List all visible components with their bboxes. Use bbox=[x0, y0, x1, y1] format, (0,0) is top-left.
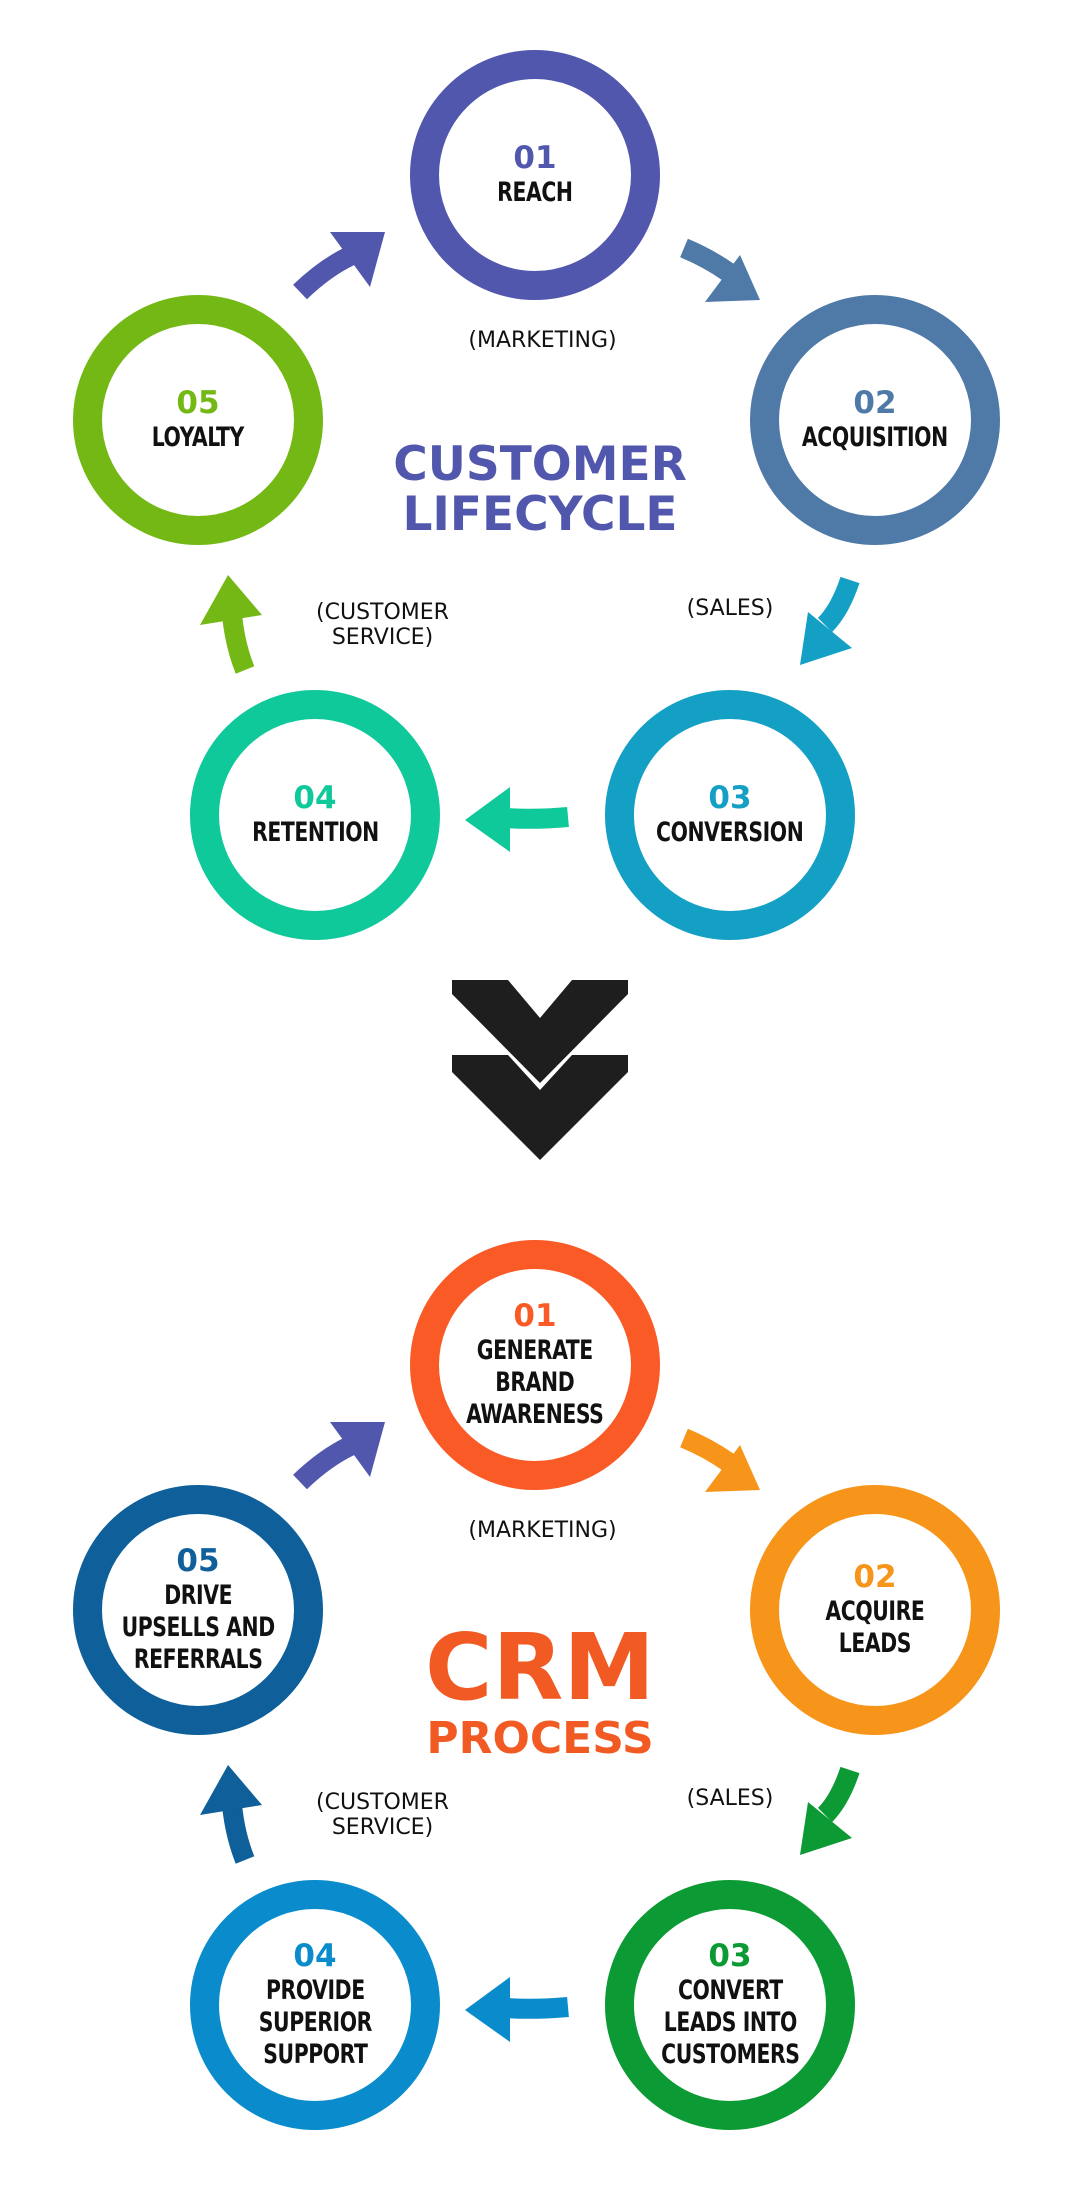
step-label: DRIVE UPSELLS AND REFERRALS bbox=[121, 1580, 275, 1675]
arrow-customers-to-support bbox=[465, 1977, 569, 2042]
step-number: 02 bbox=[853, 385, 897, 421]
arrow-leads-to-customers bbox=[800, 1766, 860, 1855]
step-acquisition: 02 ACQUISITION bbox=[750, 295, 1000, 545]
note-marketing: (MARKETING) bbox=[468, 1518, 617, 1543]
step-number: 03 bbox=[708, 1938, 752, 1974]
arrow-awareness-to-leads bbox=[680, 1428, 760, 1492]
note-sales: (SALES) bbox=[686, 596, 774, 621]
step-number: 05 bbox=[176, 385, 220, 421]
step-reach: 01 REACH bbox=[410, 50, 660, 300]
step-number: 04 bbox=[293, 780, 337, 816]
step-label: PROVIDE SUPERIOR SUPPORT bbox=[258, 1975, 372, 2070]
step-retention: 04 RETENTION bbox=[190, 690, 440, 940]
step-label: CONVERSION bbox=[656, 817, 804, 848]
step-drive-upsells: 05 DRIVE UPSELLS AND REFERRALS bbox=[73, 1485, 323, 1735]
step-label: CONVERT LEADS INTO CUSTOMERS bbox=[660, 1975, 800, 2070]
step-label: ACQUISITION bbox=[802, 422, 948, 453]
step-number: 04 bbox=[293, 1938, 337, 1974]
double-chevron-down-icon bbox=[452, 980, 628, 1160]
arrow-loyalty-to-reach bbox=[293, 232, 385, 300]
step-number: 01 bbox=[513, 1298, 557, 1334]
lifecycle-title: CUSTOMER LIFECYCLE bbox=[393, 437, 687, 542]
step-generate-brand-awareness: 01 GENERATE BRAND AWARENESS bbox=[410, 1240, 660, 1490]
note-customer-service: (CUSTOMER SERVICE) bbox=[316, 600, 449, 650]
note-marketing: (MARKETING) bbox=[468, 328, 617, 353]
step-label: RETENTION bbox=[251, 817, 379, 848]
arrow-acquisition-to-conversion bbox=[800, 576, 860, 665]
step-number: 05 bbox=[176, 1543, 220, 1579]
customer-lifecycle-diagram: 01 REACH 02 ACQUISITION 03 CONVERSION 04… bbox=[0, 0, 1080, 950]
step-loyalty: 05 LOYALTY bbox=[73, 295, 323, 545]
crm-process-diagram: 01 GENERATE BRAND AWARENESS 02 ACQUIRE L… bbox=[0, 1190, 1080, 2140]
step-acquire-leads: 02 ACQUIRE LEADS bbox=[750, 1485, 1000, 1735]
note-sales: (SALES) bbox=[686, 1786, 774, 1811]
arrow-support-to-referrals bbox=[200, 1765, 262, 1864]
arrow-retention-to-loyalty bbox=[200, 575, 262, 674]
step-number: 03 bbox=[708, 780, 752, 816]
step-label: REACH bbox=[497, 177, 573, 208]
crm-title: CRM PROCESS bbox=[425, 1614, 655, 1764]
step-provide-support: 04 PROVIDE SUPERIOR SUPPORT bbox=[190, 1880, 440, 2130]
step-convert-leads: 03 CONVERT LEADS INTO CUSTOMERS bbox=[605, 1880, 855, 2130]
step-label: LOYALTY bbox=[151, 422, 245, 453]
step-label: ACQUIRE LEADS bbox=[825, 1596, 925, 1659]
step-number: 01 bbox=[513, 140, 557, 176]
step-conversion: 03 CONVERSION bbox=[605, 690, 855, 940]
step-label: GENERATE BRAND AWARENESS bbox=[466, 1335, 604, 1430]
note-customer-service: (CUSTOMER SERVICE) bbox=[316, 1790, 449, 1840]
arrow-reach-to-acquisition bbox=[680, 238, 760, 302]
arrow-conversion-to-retention bbox=[465, 787, 569, 852]
arrow-referrals-to-awareness bbox=[293, 1422, 385, 1490]
step-number: 02 bbox=[853, 1559, 897, 1595]
